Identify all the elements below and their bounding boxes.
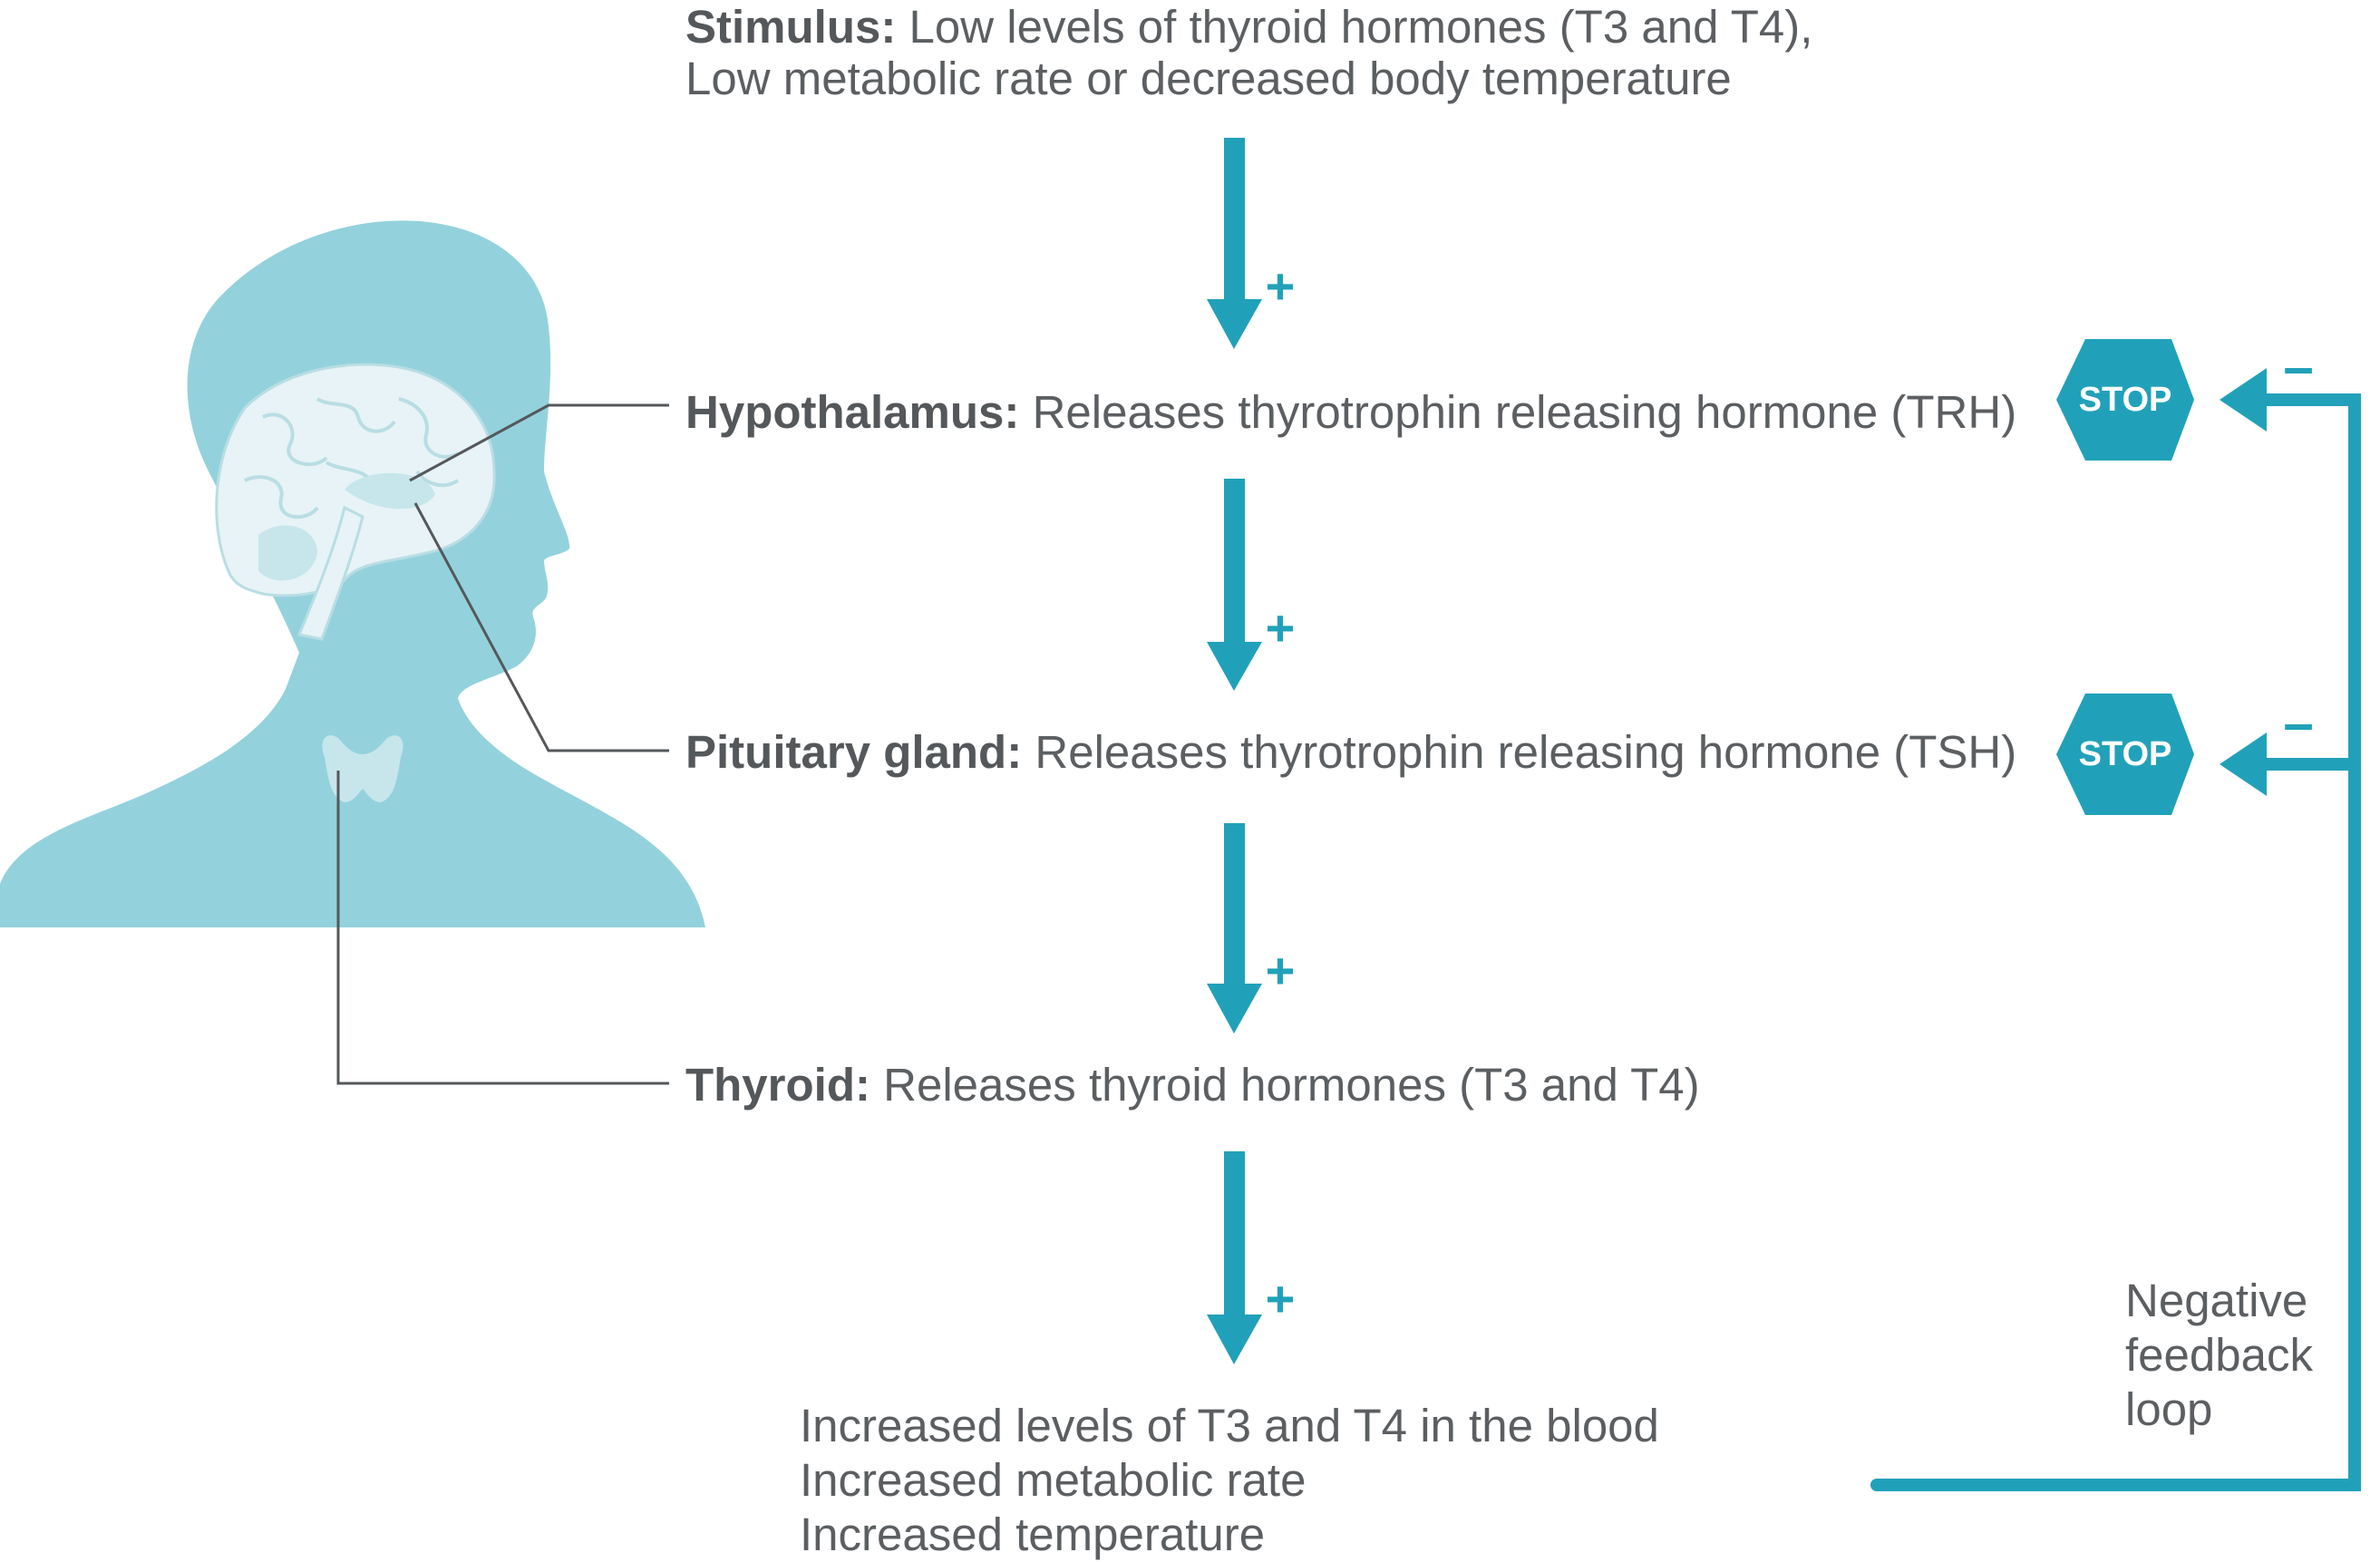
stop-label: STOP [2078, 381, 2172, 419]
leader-pituitary [413, 502, 669, 752]
down-arrow-icon [1207, 823, 1262, 1033]
stimulus-line1: Low levels of thyroid hormones (T3 and T… [908, 1, 1813, 53]
stop-sign-icon [2056, 694, 2194, 815]
outcome-item: Increased levels of T3 and T4 in the blo… [800, 1400, 1659, 1451]
brain-icon [215, 363, 496, 641]
feedback-line: feedback [2125, 1329, 2313, 1381]
leader-hypothalamus [409, 403, 669, 482]
step-thyroid: Thyroid: Releases thyroid hormones (T3 a… [685, 1058, 1700, 1112]
step-text: Releases thyrotrophin releasing hormone … [1032, 386, 2017, 438]
feedback-line: loop [2125, 1383, 2213, 1435]
plus-sign: + [1266, 942, 1296, 999]
step-hypothalamus: Hypothalamus: Releases thyrotrophin rele… [685, 385, 2016, 440]
feedback-label: Negative feedback loop [2125, 1274, 2313, 1437]
thyroid-icon [322, 735, 403, 802]
down-arrow-icon [1207, 479, 1262, 691]
step-heading: Thyroid: [685, 1059, 870, 1111]
step-pituitary: Pituitary gland: Releases thyrotrophin r… [685, 725, 2016, 780]
outcome-item: Increased temperature [800, 1509, 1266, 1560]
step-text: Releases thyroid hormones (T3 and T4) [883, 1059, 1700, 1111]
stop-sign-icon [2056, 339, 2194, 461]
plus-sign: + [1266, 257, 1296, 315]
outcome-item: Increased metabolic rate [800, 1454, 1307, 1506]
step-heading: Pituitary gland: [685, 726, 1023, 778]
plus-sign: + [1266, 599, 1296, 656]
feedback-line: Negative [2125, 1275, 2308, 1326]
step-text: Releases thyrotrophin releasing hormone … [1035, 726, 2017, 778]
minus-sign: – [2283, 336, 2313, 397]
step-heading: Hypothalamus: [685, 386, 1020, 438]
plus-sign: + [1266, 1270, 1296, 1327]
leader-lines [336, 403, 669, 1085]
left-arrow-icon [2220, 732, 2267, 796]
stimulus-text: Stimulus: Low levels of thyroid hormones… [685, 0, 1812, 54]
stimulus-line2: Low metabolic rate or decreased body tem… [685, 53, 1732, 104]
down-arrow-icon [1207, 138, 1262, 349]
stimulus-line2-text: Low metabolic rate or decreased body tem… [685, 52, 1732, 106]
stimulus-heading: Stimulus: [685, 1, 897, 53]
down-arrow-icon [1207, 1151, 1262, 1364]
leader-thyroid [336, 771, 669, 1085]
minus-sign: – [2283, 693, 2313, 753]
left-arrow-icon [2220, 368, 2267, 432]
stop-label: STOP [2078, 735, 2172, 773]
outcome-list: Increased levels of T3 and T4 in the blo… [800, 1399, 1659, 1562]
